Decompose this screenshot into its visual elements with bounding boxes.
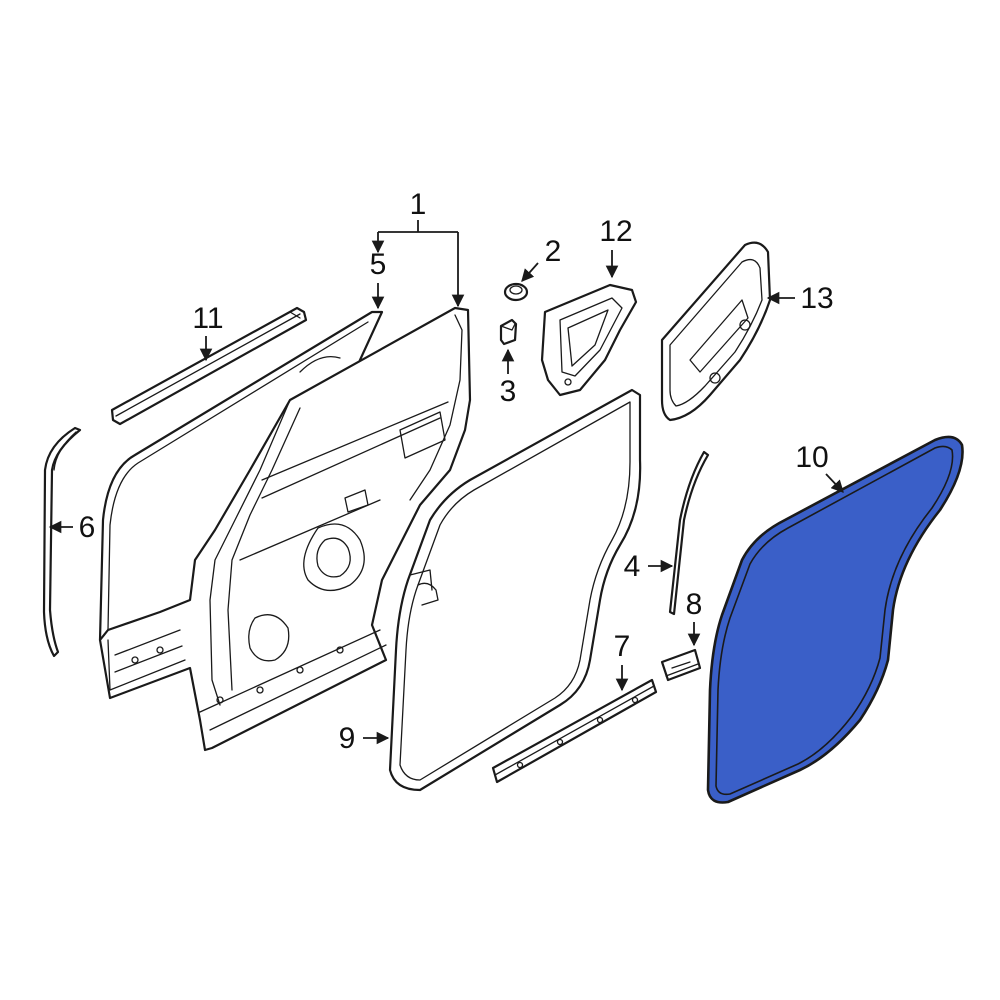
callout-labels: 1 2 3 4 5 6 7 8 9 10 11 12 13 [79, 188, 834, 755]
part-3-clip[interactable] [499, 318, 518, 346]
part-2-plug[interactable] [503, 282, 529, 302]
part-5-door-glass[interactable] [98, 310, 384, 642]
part-11-belt-molding[interactable] [110, 306, 308, 426]
part-12-bracket[interactable] [540, 283, 638, 397]
callout-11: 11 [192, 302, 223, 335]
part-13-trim-panel[interactable] [660, 241, 772, 422]
part-10-water-shield[interactable] [706, 435, 964, 804]
callout-4: 4 [624, 550, 641, 583]
callout-9: 9 [339, 722, 356, 755]
callout-6: 6 [79, 511, 96, 544]
part-1-door-shell[interactable] [98, 306, 472, 752]
part-4-channel[interactable] [668, 450, 710, 616]
part-7-sill[interactable] [491, 678, 658, 784]
callout-12: 12 [599, 215, 632, 248]
leader-lines [48, 220, 844, 745]
part-9-weatherstrip[interactable] [388, 388, 642, 792]
part-6-channel[interactable] [42, 426, 82, 658]
callout-1: 1 [410, 188, 427, 221]
part-8-bracket[interactable] [660, 648, 702, 682]
callout-10: 10 [795, 441, 828, 474]
callout-3: 3 [500, 375, 517, 408]
callout-13: 13 [800, 282, 833, 315]
callout-8: 8 [686, 588, 703, 621]
callout-2: 2 [545, 235, 562, 268]
callout-7: 7 [614, 630, 631, 663]
callout-5: 5 [370, 248, 387, 281]
